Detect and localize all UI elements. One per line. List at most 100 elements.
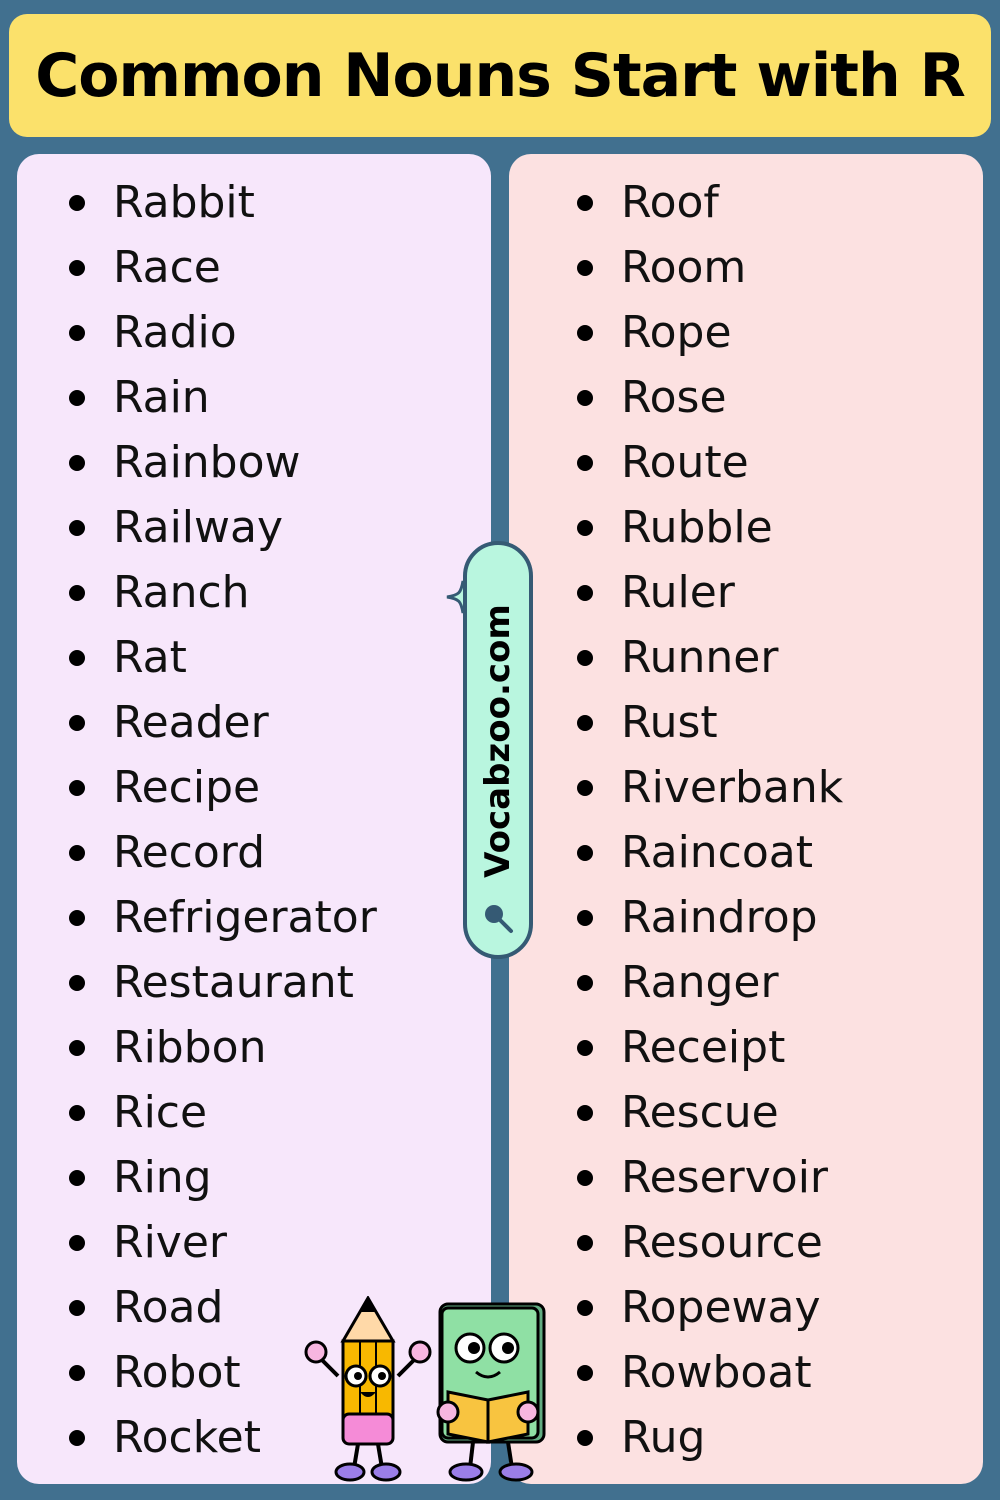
bullet-icon xyxy=(577,454,593,471)
bullet-icon xyxy=(69,844,85,861)
bullet-icon xyxy=(577,1234,593,1251)
bullet-icon xyxy=(69,779,85,796)
word-item: Raincoat xyxy=(577,820,843,885)
word-item: Resource xyxy=(577,1210,843,1275)
bullet-icon xyxy=(69,324,85,341)
word-item: Race xyxy=(69,235,377,300)
bullet-icon xyxy=(577,909,593,926)
word-item: Radio xyxy=(69,300,377,365)
word-text: Ranger xyxy=(621,957,779,1008)
word-item: Rug xyxy=(577,1405,843,1470)
bullet-icon xyxy=(577,324,593,341)
bullet-icon xyxy=(69,389,85,406)
word-text: Restaurant xyxy=(113,957,354,1008)
word-text: Raindrop xyxy=(621,892,818,943)
book-mascot-icon xyxy=(436,1302,546,1482)
bullet-icon xyxy=(577,584,593,601)
word-item: Rocket xyxy=(69,1405,377,1470)
word-item: Refrigerator xyxy=(69,885,377,950)
word-item: Rat xyxy=(69,625,377,690)
word-item: Road xyxy=(69,1275,377,1340)
bullet-icon xyxy=(577,1169,593,1186)
word-text: Railway xyxy=(113,502,284,553)
word-item: Ring xyxy=(69,1145,377,1210)
word-item: Ropeway xyxy=(577,1275,843,1340)
word-item: Rowboat xyxy=(577,1340,843,1405)
word-item: Rice xyxy=(69,1080,377,1145)
word-item: Rose xyxy=(577,365,843,430)
word-text: Ring xyxy=(113,1152,212,1203)
word-text: Refrigerator xyxy=(113,892,377,943)
word-text: Ruler xyxy=(621,567,735,618)
bullet-icon xyxy=(69,1299,85,1316)
bullet-icon xyxy=(577,1104,593,1121)
bullet-icon xyxy=(577,974,593,991)
bullet-icon xyxy=(69,519,85,536)
title-banner: Common Nouns Start with R xyxy=(9,14,991,137)
word-item: Reader xyxy=(69,690,377,755)
bullet-icon xyxy=(69,1169,85,1186)
word-text: Rescue xyxy=(621,1087,779,1138)
word-item: Record xyxy=(69,820,377,885)
word-text: Rope xyxy=(621,307,732,358)
word-text: River xyxy=(113,1217,227,1268)
word-item: Roof xyxy=(577,170,843,235)
word-text: Rowboat xyxy=(621,1347,812,1398)
word-item: Riverbank xyxy=(577,755,843,820)
mascots-illustration xyxy=(304,1296,546,1482)
bullet-icon xyxy=(69,649,85,666)
word-item: Ruler xyxy=(577,560,843,625)
bullet-icon xyxy=(69,1364,85,1381)
word-text: Recipe xyxy=(113,762,261,813)
word-text: Rainbow xyxy=(113,437,301,488)
pencil-mascot-icon xyxy=(304,1296,432,1482)
word-text: Rust xyxy=(621,697,718,748)
bullet-icon xyxy=(577,779,593,796)
word-text: Ranch xyxy=(113,567,250,618)
word-item: Robot xyxy=(69,1340,377,1405)
site-name: Vocabzoo.com xyxy=(478,604,518,878)
word-text: Reader xyxy=(113,697,269,748)
word-item: Rain xyxy=(69,365,377,430)
word-item: Rabbit xyxy=(69,170,377,235)
bullet-icon xyxy=(69,194,85,211)
bullet-icon xyxy=(577,1364,593,1381)
word-text: Rug xyxy=(621,1412,706,1463)
word-text: Rose xyxy=(621,372,727,423)
word-text: Resource xyxy=(621,1217,823,1268)
word-item: Runner xyxy=(577,625,843,690)
bullet-icon xyxy=(69,1429,85,1446)
word-item: Rope xyxy=(577,300,843,365)
bullet-icon xyxy=(69,714,85,731)
bullet-icon xyxy=(69,974,85,991)
word-item: Receipt xyxy=(577,1015,843,1080)
bullet-icon xyxy=(69,1104,85,1121)
word-item: River xyxy=(69,1210,377,1275)
word-text: Route xyxy=(621,437,749,488)
word-text: Ropeway xyxy=(621,1282,821,1333)
word-text: Race xyxy=(113,242,221,293)
word-text: Roof xyxy=(621,177,719,228)
word-text: Rubble xyxy=(621,502,773,553)
word-item: Ranch xyxy=(69,560,377,625)
bullet-icon xyxy=(69,909,85,926)
word-text: Reservoir xyxy=(621,1152,829,1203)
bullet-icon xyxy=(69,1039,85,1056)
bullet-icon xyxy=(69,584,85,601)
word-item: Ranger xyxy=(577,950,843,1015)
bullet-icon xyxy=(577,1429,593,1446)
word-text: Rocket xyxy=(113,1412,261,1463)
word-item: Rainbow xyxy=(69,430,377,495)
word-item: Railway xyxy=(69,495,377,560)
word-text: Rain xyxy=(113,372,210,423)
page-title: Common Nouns Start with R xyxy=(35,40,966,111)
word-item: Room xyxy=(577,235,843,300)
bullet-icon xyxy=(577,519,593,536)
word-item: Rubble xyxy=(577,495,843,560)
bullet-icon xyxy=(69,259,85,276)
word-item: Rescue xyxy=(577,1080,843,1145)
word-text: Receipt xyxy=(621,1022,786,1073)
